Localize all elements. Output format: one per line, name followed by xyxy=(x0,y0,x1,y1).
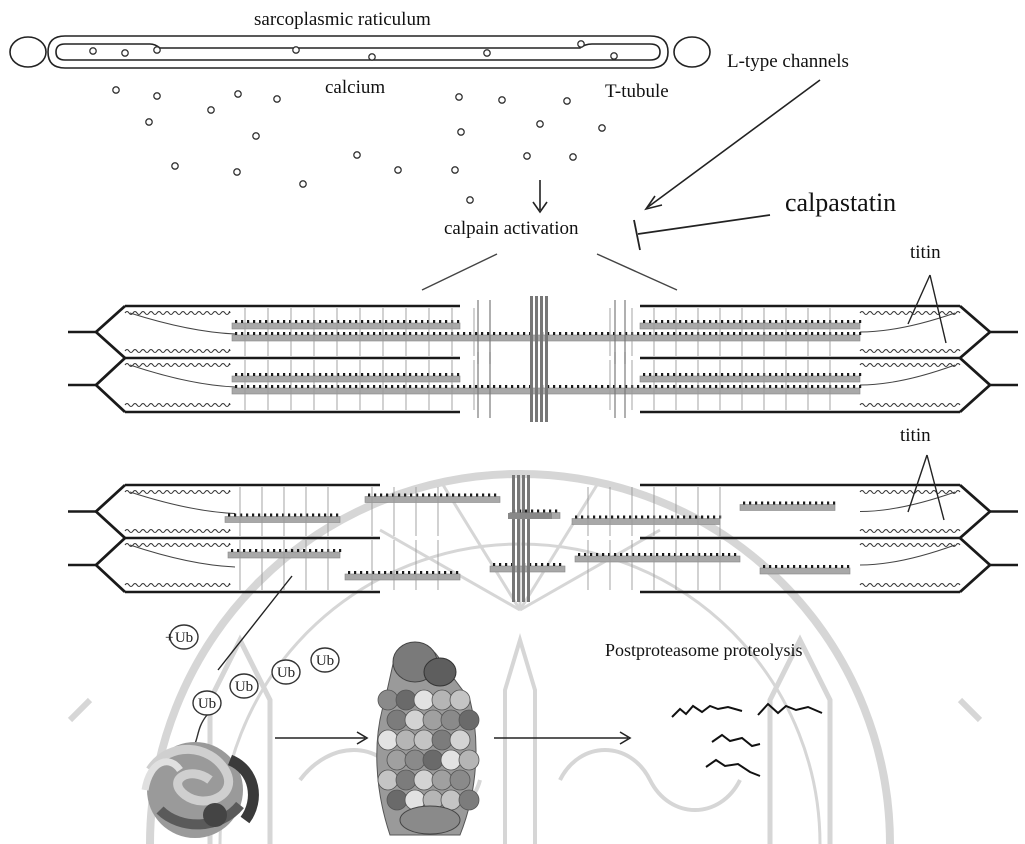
peptide-fragments xyxy=(672,704,822,776)
calcium-ion xyxy=(354,152,360,158)
proteasome xyxy=(377,642,479,835)
calcium-ion xyxy=(113,87,119,93)
sarcoplasmic-reticulum-label: sarcoplasmic raticulum xyxy=(254,10,431,29)
ub-plus: + xyxy=(165,630,173,646)
sarcomere-zoom-lines xyxy=(422,254,677,290)
sarcoplasmic-reticulum xyxy=(10,36,710,68)
calcium-ion xyxy=(122,50,128,56)
calcium-ion xyxy=(537,121,543,127)
calcium-ion xyxy=(599,125,605,131)
calpain-activation-label: calpain activation xyxy=(444,219,579,238)
calcium-ion xyxy=(570,154,576,160)
ubiquitinated-protein xyxy=(145,742,253,838)
titin-pointer-top xyxy=(908,275,946,343)
calcium-ion xyxy=(154,47,160,53)
calcium-ion xyxy=(154,93,160,99)
calcium-ion xyxy=(611,53,617,59)
calcium-ion xyxy=(578,41,584,47)
calpastatin-inhibition xyxy=(634,215,770,250)
postproteasome-proteolysis-label: Postproteasome proteolysis xyxy=(605,641,802,659)
calcium-ions xyxy=(90,41,617,203)
calcium-ion xyxy=(274,96,280,102)
calcium-ion xyxy=(172,163,178,169)
calcium-ion xyxy=(208,107,214,113)
calcium-ion xyxy=(484,50,490,56)
calcium-ion xyxy=(452,167,458,173)
to-peptides-arrow xyxy=(494,732,630,744)
titin-label-top: titin xyxy=(910,243,941,262)
degraded-sarcomere xyxy=(68,475,1018,602)
calcium-ion xyxy=(234,169,240,175)
calcium-ion xyxy=(300,181,306,187)
ub-chain-label-4: Ub xyxy=(316,653,334,669)
calcium-ion xyxy=(564,98,570,104)
calcium-ion xyxy=(467,197,473,203)
titin-pointer-mid xyxy=(908,455,944,520)
calcium-ion xyxy=(395,167,401,173)
t-tubule-label: T-tubule xyxy=(605,82,669,101)
calcium-ion xyxy=(524,153,530,159)
calcium-ion xyxy=(458,129,464,135)
calcium-ion xyxy=(146,119,152,125)
ub-chain-label-2: Ub xyxy=(235,679,253,695)
l-type-channels-label: L-type channels xyxy=(727,52,849,71)
calcium-ion xyxy=(369,54,375,60)
calcium-ion xyxy=(90,48,96,54)
calcium-ion xyxy=(456,94,462,100)
ub-chain-label-3: Ub xyxy=(277,665,295,681)
calcium-ion xyxy=(235,91,241,97)
calcium-to-calpain-arrow xyxy=(533,180,547,212)
calcium-ion xyxy=(499,97,505,103)
intact-sarcomere xyxy=(68,296,1018,422)
to-proteasome-arrow xyxy=(275,732,367,744)
calcium-ion xyxy=(293,47,299,53)
ub-chain-label-1: Ub xyxy=(198,696,216,712)
ub-free-label: Ub xyxy=(175,630,193,646)
calcium-label: calcium xyxy=(325,78,385,97)
calpastatin-label: calpastatin xyxy=(785,190,896,216)
calcium-ion xyxy=(253,133,259,139)
titin-label-mid: titin xyxy=(900,426,931,445)
